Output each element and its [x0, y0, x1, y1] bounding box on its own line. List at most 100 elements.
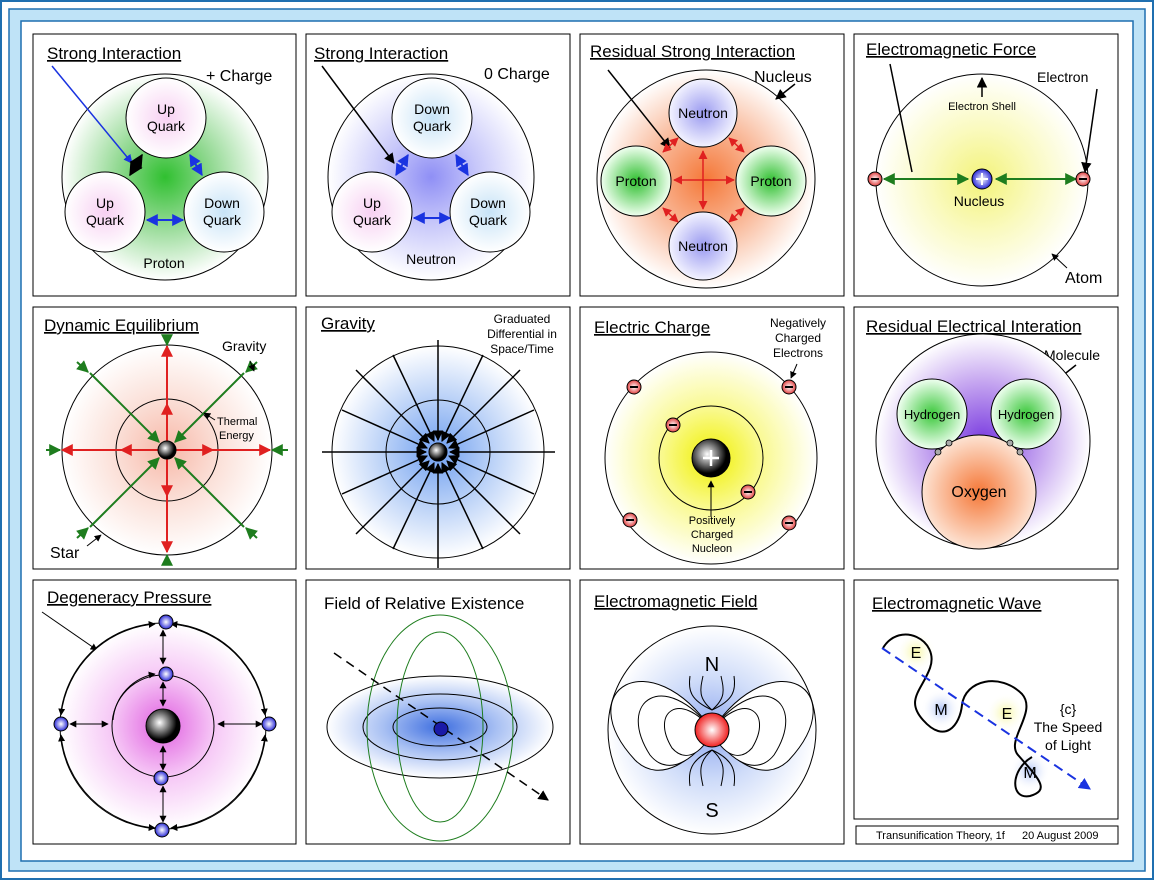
quark-label: Quark [353, 212, 392, 228]
e-label: E [911, 645, 922, 662]
proton-circle [735, 145, 807, 217]
mass-point [433, 721, 449, 737]
charge-label: 0 Charge [484, 66, 550, 83]
hydrogen-circle [896, 378, 968, 450]
footer-date: 20 August 2009 [1022, 830, 1098, 842]
hydrogen-label: Hydrogen [904, 407, 960, 422]
down-quark-circle [391, 77, 473, 159]
south-label: S [705, 800, 718, 822]
up-quark-circle [125, 77, 207, 159]
wave-curve [882, 633, 1042, 798]
panel-title: Degeneracy Pressure [47, 588, 211, 607]
proton-circle [600, 145, 672, 217]
note-label: Space/Time [490, 342, 554, 356]
panel-electric-charge: Electric Charge Negatively Charged Elect… [579, 306, 845, 570]
pos-label: Positively [689, 515, 736, 527]
up-quark-circle [331, 171, 413, 253]
quark-label: Down [204, 195, 240, 211]
quark-label: Quark [469, 212, 508, 228]
panel-field-existence: Field of Relative Existence [305, 579, 571, 845]
panel-gravity: Gravity Graduated Differential in Space/… [305, 306, 571, 570]
panel-title: Residual Electrical Interation [866, 317, 1081, 336]
footer-theory: Transunification Theory, 1f [876, 830, 1006, 842]
electron-label: Electron [1037, 69, 1088, 85]
quark-label: Up [96, 195, 114, 211]
particle-label: Proton [143, 255, 184, 271]
c-label: {c} [1060, 701, 1077, 717]
pointer-arrow [775, 83, 796, 100]
proton-label: Proton [615, 173, 656, 189]
nucleus-label: Nucleus [754, 69, 812, 86]
charge-label: + Charge [206, 68, 272, 85]
nucleus-label: Nucleus [954, 193, 1005, 209]
bond-arrow [129, 153, 143, 177]
quark-label: Quark [413, 118, 452, 134]
quark-label: Down [470, 195, 506, 211]
panel-em-field: Electromagnetic Field N S [579, 579, 845, 845]
neg-label: Electrons [773, 346, 823, 360]
inner-ellipse [392, 707, 488, 747]
neutron-label: Neutron [678, 238, 728, 254]
gravity-arrows [46, 334, 288, 566]
force-arrow [728, 137, 745, 153]
m-label: M [1023, 765, 1036, 782]
panel-title: Electromagnetic Wave [872, 594, 1041, 613]
gravity-label: Gravity [222, 338, 266, 354]
panel-title: Electric Charge [594, 318, 710, 337]
neutron-label: Neutron [678, 105, 728, 121]
force-arrow [728, 207, 745, 223]
footer-box [855, 825, 1119, 845]
molecule-label: Molecule [1044, 347, 1100, 363]
bond-points [934, 439, 1024, 456]
panel-title: Strong Interaction [314, 44, 448, 63]
bond-arrow [395, 153, 409, 177]
panel-degeneracy: Degeneracy Pressure [32, 579, 297, 845]
hydrogen-label: Hydrogen [998, 407, 1054, 422]
mass-core [428, 442, 448, 462]
vertical-ellipse [366, 614, 514, 842]
m-glow [921, 689, 961, 729]
star-core [157, 440, 177, 460]
panel-strong-proton: Strong Interaction + Charge Up Quark Up … [32, 33, 297, 297]
pressure-arrows [69, 629, 263, 823]
down-quark-circle [183, 171, 265, 253]
pointer-line [889, 63, 913, 173]
pointer-arrow [321, 65, 395, 164]
magnet-core [694, 712, 730, 748]
neutron-circle [668, 78, 738, 148]
motion-vector [333, 652, 549, 801]
e-label: E [1002, 706, 1013, 723]
electrons [622, 379, 797, 531]
pos-label: Nucleon [692, 543, 732, 555]
panel-em-wave: Electromagnetic Wave E M E M {c} The Spe… [853, 579, 1119, 820]
neg-label: Charged [775, 331, 821, 345]
speed-label: of Light [1045, 737, 1091, 753]
oxygen-label: Oxygen [951, 484, 1006, 501]
hydrogen-circle [990, 378, 1062, 450]
propagation-vector [881, 647, 1091, 790]
panel-title: Electromagnetic Force [866, 40, 1036, 59]
panel-em-force: Electromagnetic Force Electron Electron … [853, 33, 1119, 297]
core [145, 708, 181, 744]
note-label: Differential in [487, 327, 557, 341]
panel-title: Strong Interaction [47, 44, 181, 63]
e-glow [986, 693, 1026, 733]
quark-label: Quark [203, 212, 242, 228]
particle-label: Neutron [406, 251, 456, 267]
up-quark-circle [64, 171, 146, 253]
panel-dynamic-equilibrium: Dynamic Equilibrium Gravity Thermal Ener… [32, 306, 297, 570]
quark-label: Quark [147, 118, 186, 134]
pointer-arrow [1051, 253, 1068, 269]
quark-label: Down [414, 101, 450, 117]
thermal-label: Energy [219, 430, 254, 442]
thermal-arrows [60, 344, 272, 554]
e-glow [896, 632, 936, 672]
panel-strong-neutron: Strong Interaction 0 Charge Down Quark U… [305, 33, 571, 297]
atom-label: Atom [1065, 270, 1102, 287]
middle-ellipse [362, 693, 518, 761]
pos-label: Charged [691, 529, 733, 541]
oxygen-circle [921, 434, 1037, 550]
footer: Transunification Theory, 1f 20 August 20… [855, 825, 1119, 845]
